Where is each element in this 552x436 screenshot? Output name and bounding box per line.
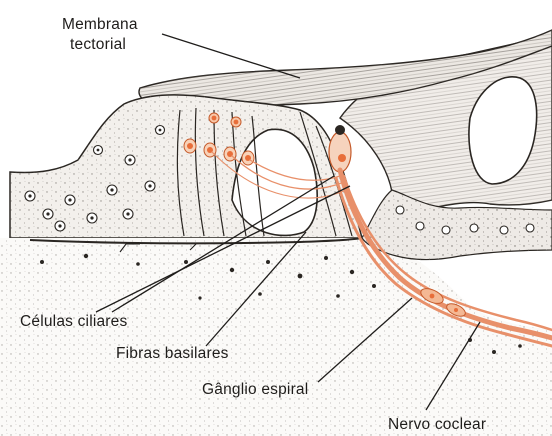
label-fibras-basilares: Fibras basilares	[116, 345, 229, 363]
label-membrana-line1: Membrana	[62, 16, 138, 34]
label-celulas-ciliares: Células ciliares	[20, 313, 127, 331]
label-nervo-coclear: Nervo coclear	[388, 416, 486, 434]
label-ganglio-espiral: Gânglio espiral	[202, 381, 308, 399]
inner-hair-cell	[329, 125, 351, 172]
label-membrana-line2: tectorial	[70, 36, 126, 54]
